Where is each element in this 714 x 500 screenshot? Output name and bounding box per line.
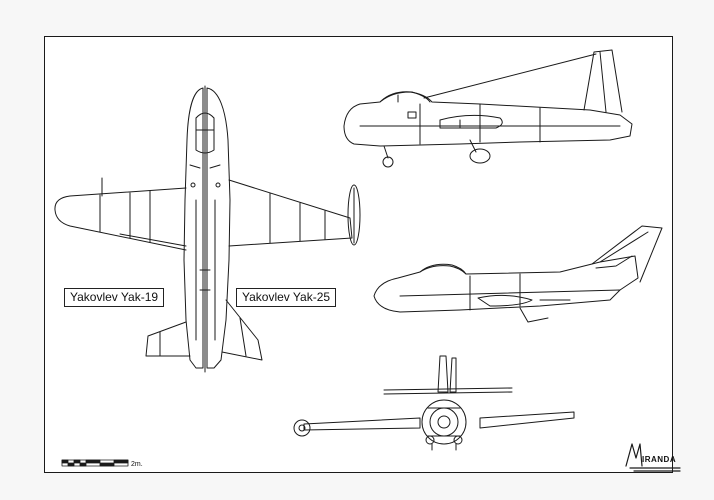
side-view-yak19-fuselage [343, 91, 633, 147]
side-view-yak19 [343, 49, 633, 168]
wingtip-tank [347, 184, 361, 246]
side-view-yak19-fin [583, 49, 623, 113]
miranda-logo [625, 443, 681, 472]
side-view-yak25-fin [591, 225, 663, 283]
label-yak25: Yakovlev Yak-25 [236, 288, 337, 307]
scale-bar [61, 459, 129, 467]
top-view-wing-left [54, 187, 187, 251]
top-view-tail-right [221, 299, 263, 361]
front-view-wing-right [479, 411, 575, 429]
side-view-yak25-fuselage [373, 255, 639, 313]
top-view-fuselage-right [206, 87, 231, 369]
top-view-tail-left [145, 321, 191, 357]
front-view-tip-tank [293, 419, 311, 437]
top-view [54, 85, 361, 373]
front-view-wing-left [303, 417, 421, 431]
top-view-canopy [195, 112, 215, 154]
front-view [293, 355, 575, 451]
label-yak19: Yakovlev Yak-19 [64, 288, 165, 307]
top-view-fuselage-left [183, 87, 204, 369]
scale-bar-label: 2m. [131, 461, 143, 468]
yak19-nose-gear [383, 145, 389, 159]
logo-text: IRANDA [642, 455, 677, 464]
top-view-wing-right [228, 179, 353, 247]
front-view-fuselage [421, 399, 467, 445]
side-view-yak25 [373, 225, 663, 323]
